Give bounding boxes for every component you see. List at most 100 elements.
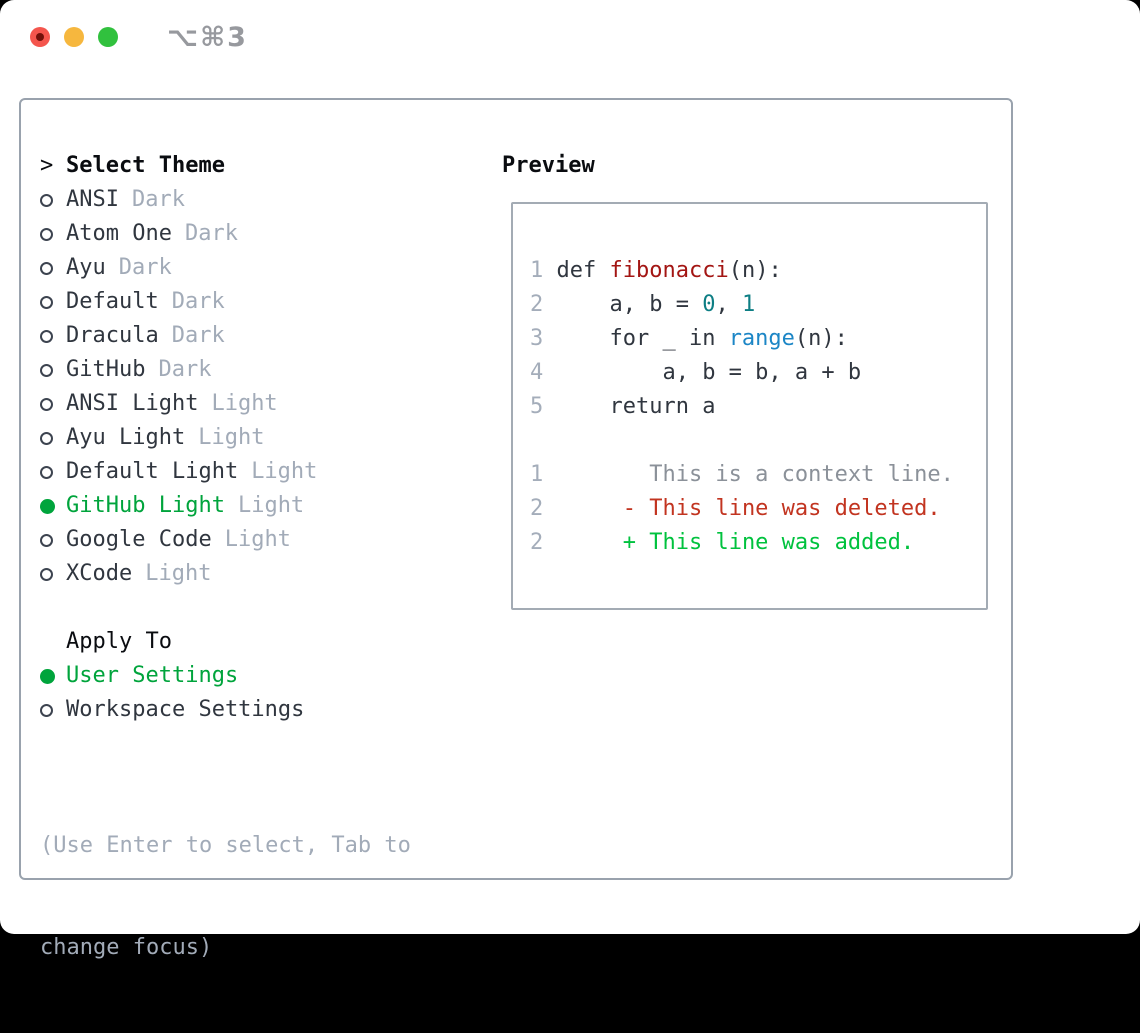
option-tag: Light [251,455,317,489]
zoom-button[interactable] [98,27,118,47]
radio-unselected-icon[interactable] [40,432,53,445]
radio-unselected-icon[interactable] [40,296,53,309]
radio-cell [40,296,66,309]
radio-unselected-icon[interactable] [40,228,53,241]
code-line: 2 - This line was deleted. [530,492,976,526]
code-segment-plain: (n): [795,326,848,351]
window-title-shortcut: ⌥⌘3 [167,22,248,53]
blank-line [530,424,976,458]
preview-title: Preview [502,149,988,183]
code-segment-plain [543,496,622,521]
radio-selected-icon[interactable] [40,669,55,684]
code-segment-plain: (n): [729,258,782,283]
spacer [40,591,502,625]
radio-unselected-icon[interactable] [40,398,53,411]
code-segment-plain: return a [543,394,715,419]
theme-option-github-light[interactable]: GitHub Light Light [40,489,502,523]
option-label: User Settings [66,659,238,693]
code-line: 2 + This line was added. [530,526,976,560]
apply-option-user-settings[interactable]: User Settings [40,659,502,693]
option-label: XCode [66,557,132,591]
code-line: 5 return a [530,390,976,424]
radio-unselected-icon[interactable] [40,364,53,377]
line-number: 1 [530,462,543,487]
titlebar[interactable]: ⌥⌘3 [0,0,1140,75]
option-label: Ayu [66,251,106,285]
option-tag: Light [238,489,304,523]
code-segment-plain: def [543,258,609,283]
radio-unselected-icon[interactable] [40,534,53,547]
theme-option-ayu[interactable]: Ayu Dark [40,251,502,285]
radio-cell [40,228,66,241]
option-label: Google Code [66,523,212,557]
line-number: 4 [530,360,543,385]
radio-cell [40,398,66,411]
radio-cell [40,669,66,684]
line-number: 1 [530,258,543,283]
radio-cell [40,364,66,377]
code-line: 2 a, b = 0, 1 [530,288,976,322]
apply-to-title: Apply To [66,625,172,659]
option-tag: Dark [185,217,238,251]
theme-option-github[interactable]: GitHub Dark [40,353,502,387]
code-segment-plain [543,530,622,555]
code-segment-plain: , [715,292,742,317]
select-theme-header: >Select Theme [40,149,502,183]
radio-selected-icon[interactable] [40,499,55,514]
option-tag: Dark [158,353,211,387]
radio-cell [40,194,66,207]
theme-option-xcode[interactable]: XCode Light [40,557,502,591]
option-label: ANSI [66,183,119,217]
radio-unselected-icon[interactable] [40,194,53,207]
option-label: GitHub Light [66,489,225,523]
code-line: 4 a, b = b, a + b [530,356,976,390]
apply-option-workspace-settings[interactable]: Workspace Settings [40,693,502,727]
code-line: 3 for _ in range(n): [530,322,976,356]
option-tag: Dark [172,319,225,353]
close-button[interactable] [30,27,50,47]
theme-option-ansi[interactable]: ANSI Dark [40,183,502,217]
radio-unselected-icon[interactable] [40,704,53,717]
prompt-caret: > [40,149,66,183]
line-number: 2 [530,292,543,317]
radio-unselected-icon[interactable] [40,466,53,479]
option-tag: Dark [119,251,172,285]
option-label: GitHub [66,353,145,387]
option-label: ANSI Light [66,387,198,421]
option-tag: Light [145,557,211,591]
radio-cell [40,534,66,547]
hint-text: (Use Enter to select, Tab to change focu… [40,761,502,1033]
code-segment-plain: a, b = b, a + b [543,360,861,385]
apply-to-header: Apply To [40,625,502,659]
code-segment-plain: a, b = [543,292,702,317]
theme-option-atom-one[interactable]: Atom One Dark [40,217,502,251]
line-number: 2 [530,496,543,521]
option-tag: Dark [132,183,185,217]
radio-unselected-icon[interactable] [40,568,53,581]
preview-column: Preview 1 def fibonacci(n):2 a, b = 0, 1… [502,149,1015,878]
select-theme-title: Select Theme [66,149,225,183]
option-label: Ayu Light [66,421,185,455]
minimize-button[interactable] [64,27,84,47]
radio-unselected-icon[interactable] [40,262,53,275]
spacer [40,727,502,761]
code-segment-number: 1 [742,292,755,317]
unsaved-dot-icon [36,33,44,41]
radio-unselected-icon[interactable] [40,330,53,343]
code-segment-del: - This line was deleted. [623,496,941,521]
option-label: Atom One [66,217,172,251]
radio-cell [40,330,66,343]
diff-preview: 1 This is a context line.2 - This line w… [530,458,976,560]
code-line: 1 def fibonacci(n): [530,254,976,288]
radio-cell [40,432,66,445]
